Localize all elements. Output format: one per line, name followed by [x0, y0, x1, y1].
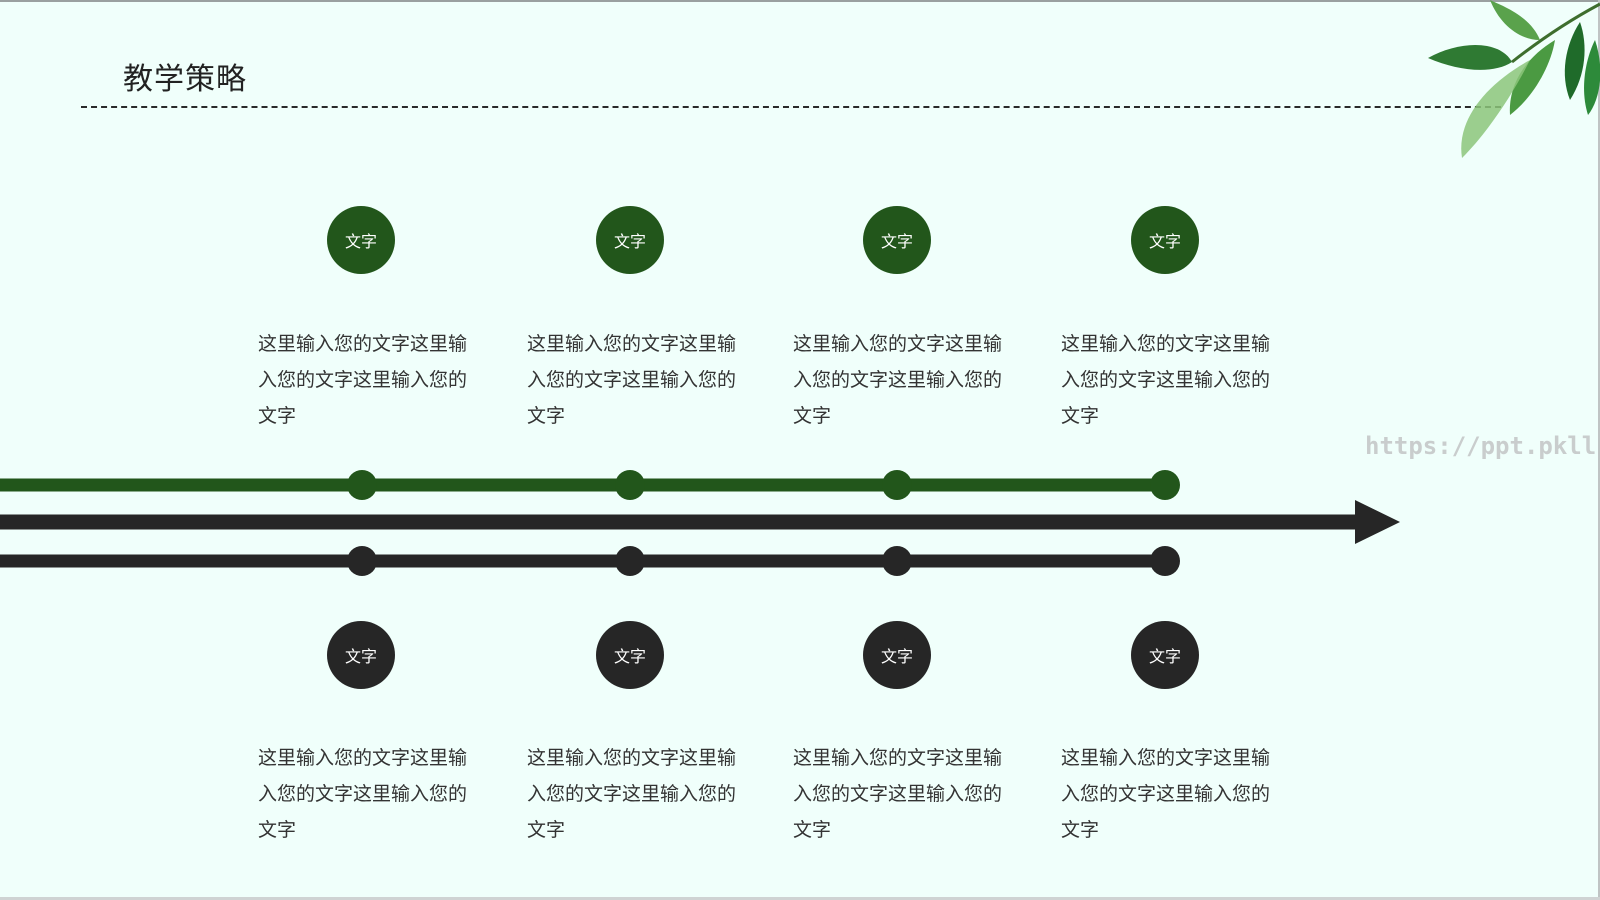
- bottom-label-circle-3: 文字: [863, 621, 931, 689]
- leaf-branch-icon: [1428, 0, 1600, 158]
- timeline-dark-node: [1150, 546, 1180, 576]
- page-title: 教学策略: [123, 62, 247, 97]
- top-description-2: 这里输入您的文字这里输入您的文字这里输入您的文字: [527, 333, 737, 427]
- timeline-green-node: [1150, 470, 1180, 500]
- top-label-circle-3: 文字: [863, 206, 931, 274]
- top-label-circle-4: 文字: [1131, 206, 1199, 274]
- bottom-description-2: 这里输入您的文字这里输入您的文字这里输入您的文字: [527, 747, 737, 841]
- timeline-green-node: [347, 470, 377, 500]
- bottom-description-3: 这里输入您的文字这里输入您的文字这里输入您的文字: [793, 747, 1003, 841]
- timeline-dark-node: [882, 546, 912, 576]
- title-divider: [81, 106, 1501, 108]
- bottom-description-1: 这里输入您的文字这里输入您的文字这里输入您的文字: [258, 747, 468, 841]
- slide-border-right: [1598, 0, 1600, 900]
- top-label-circle-1: 文字: [327, 206, 395, 274]
- top-description-3: 这里输入您的文字这里输入您的文字这里输入您的文字: [793, 333, 1003, 427]
- slide-border-top: [0, 0, 1600, 2]
- top-description-4: 这里输入您的文字这里输入您的文字这里输入您的文字: [1061, 333, 1271, 427]
- bottom-label-circle-1: 文字: [327, 621, 395, 689]
- bottom-label-circle-4: 文字: [1131, 621, 1199, 689]
- watermark: https://ppt.pkll.de: [1365, 432, 1600, 460]
- timeline-green-node: [615, 470, 645, 500]
- top-label-circle-2: 文字: [596, 206, 664, 274]
- top-description-1: 这里输入您的文字这里输入您的文字这里输入您的文字: [258, 333, 468, 427]
- bottom-label-circle-2: 文字: [596, 621, 664, 689]
- slide-border-bottom: [0, 897, 1600, 900]
- timeline-green-node: [882, 470, 912, 500]
- timeline-dark-node: [347, 546, 377, 576]
- arrow-right-icon: [1355, 500, 1400, 544]
- timeline-dark-node: [615, 546, 645, 576]
- bottom-description-4: 这里输入您的文字这里输入您的文字这里输入您的文字: [1061, 747, 1271, 841]
